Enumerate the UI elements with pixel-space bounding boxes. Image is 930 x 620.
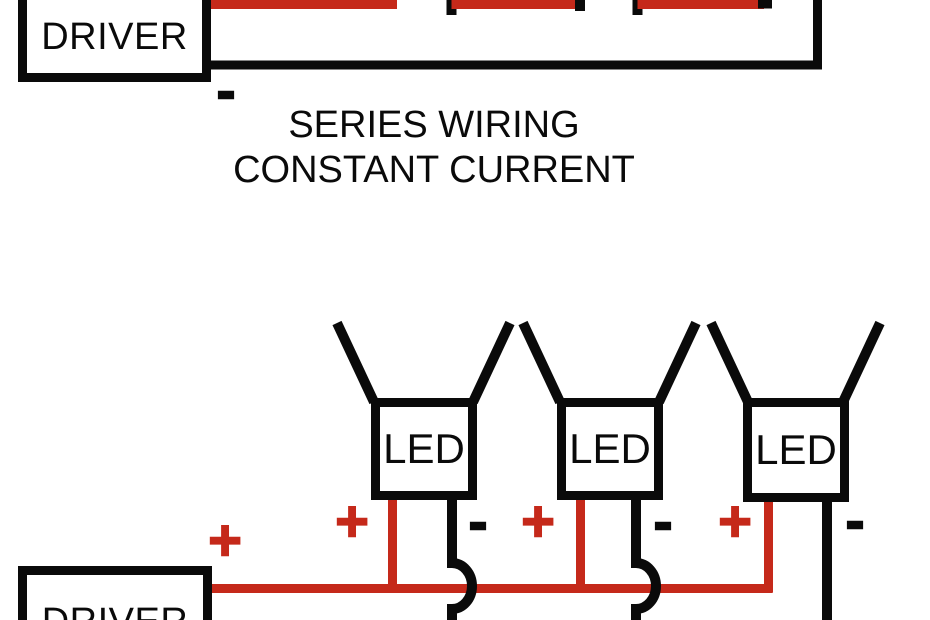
positive-terminal-mark: +: [334, 488, 369, 555]
title-line-1: SERIES WIRING: [288, 104, 580, 146]
led-label: LED: [755, 426, 837, 473]
led3-right-antenna-leg: [838, 320, 885, 405]
led-box-3: LED: [743, 398, 849, 502]
positive-terminal-mark: +: [520, 488, 555, 555]
driver-label: DRIVER: [41, 15, 188, 58]
led-box-1: LED: [371, 398, 477, 500]
title-line-2: CONSTANT CURRENT: [233, 149, 635, 191]
led2-right-antenna-leg: [654, 320, 701, 405]
led1-right-antenna-leg: [468, 320, 515, 405]
led2-negative-leg-with-crossover-hop: [631, 495, 661, 620]
positive-terminal-mark: +: [717, 488, 752, 555]
negative-terminal-mark: -: [468, 488, 489, 555]
negative-terminal-mark: -: [653, 488, 674, 555]
led1-negative-leg-with-crossover-hop: [447, 495, 477, 620]
series-return-wire: [202, 0, 822, 70]
led3-left-antenna-leg: [706, 320, 753, 405]
led-box-2: LED: [557, 398, 663, 500]
driver-box-bottom: DRIVER: [18, 566, 212, 620]
diagram-title: SERIES WIRING CONSTANT CURRENT: [0, 103, 868, 193]
led-label: LED: [383, 425, 465, 472]
led1-left-antenna-leg: [332, 320, 379, 405]
driver-label: DRIVER: [42, 601, 189, 620]
led2-left-antenna-leg: [518, 320, 565, 405]
positive-terminal-mark: +: [207, 507, 242, 574]
negative-terminal-mark: -: [216, 57, 237, 124]
led-label: LED: [569, 425, 651, 472]
negative-terminal-mark: -: [845, 487, 866, 554]
driver-box-top: DRIVER: [18, 0, 211, 82]
